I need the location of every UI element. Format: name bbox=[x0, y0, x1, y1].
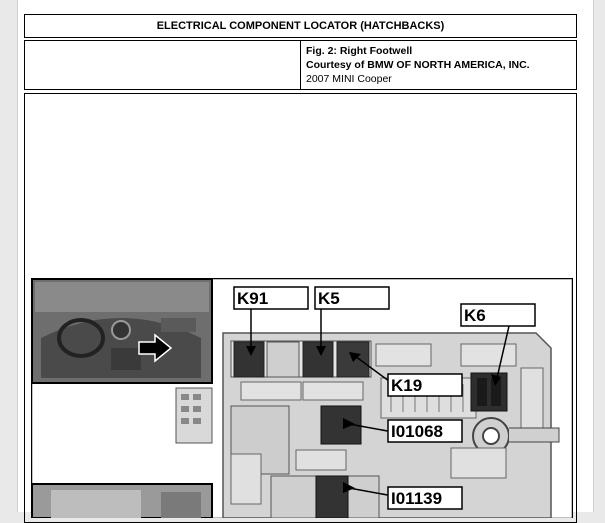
svg-text:K6: K6 bbox=[464, 306, 486, 325]
document-title: ELECTRICAL COMPONENT LOCATOR (HATCHBACKS… bbox=[156, 20, 445, 32]
label-k6: K6 bbox=[460, 303, 536, 327]
courtesy-line: Courtesy of BMW OF NORTH AMERICA, INC. bbox=[306, 59, 530, 71]
footwell-photo bbox=[31, 483, 213, 518]
label-i01068: I01068 bbox=[387, 419, 463, 443]
fuse-box-housing bbox=[222, 332, 560, 518]
label-i01139: I01139 bbox=[387, 486, 463, 510]
side-connector bbox=[175, 387, 213, 444]
caption-text: Fig. 2: Right Footwell Courtesy of BMW O… bbox=[306, 44, 530, 86]
callout-arrowheads bbox=[246, 346, 501, 493]
label-k91: K91 bbox=[233, 286, 309, 310]
vehicle-line: 2007 MINI Cooper bbox=[306, 73, 392, 85]
svg-text:K91: K91 bbox=[237, 289, 268, 308]
svg-text:K5: K5 bbox=[318, 289, 340, 308]
svg-text:I01068: I01068 bbox=[391, 422, 443, 441]
title-box: ELECTRICAL COMPONENT LOCATOR (HATCHBACKS… bbox=[24, 14, 577, 38]
svg-text:K19: K19 bbox=[391, 376, 422, 395]
dashboard-photo bbox=[31, 278, 213, 384]
figure-caption: Fig. 2: Right Footwell bbox=[306, 45, 413, 57]
label-k5: K5 bbox=[314, 286, 390, 310]
caption-divider bbox=[300, 41, 301, 89]
svg-text:I01139: I01139 bbox=[391, 489, 442, 508]
document-page: ELECTRICAL COMPONENT LOCATOR (HATCHBACKS… bbox=[17, 0, 594, 523]
label-k19: K19 bbox=[387, 373, 463, 397]
caption-box: Fig. 2: Right Footwell Courtesy of BMW O… bbox=[24, 40, 577, 90]
fuse-box-diagram: K91 K5 K6 K19 I01068 I01139 bbox=[31, 278, 573, 518]
callout-lines bbox=[250, 307, 510, 497]
